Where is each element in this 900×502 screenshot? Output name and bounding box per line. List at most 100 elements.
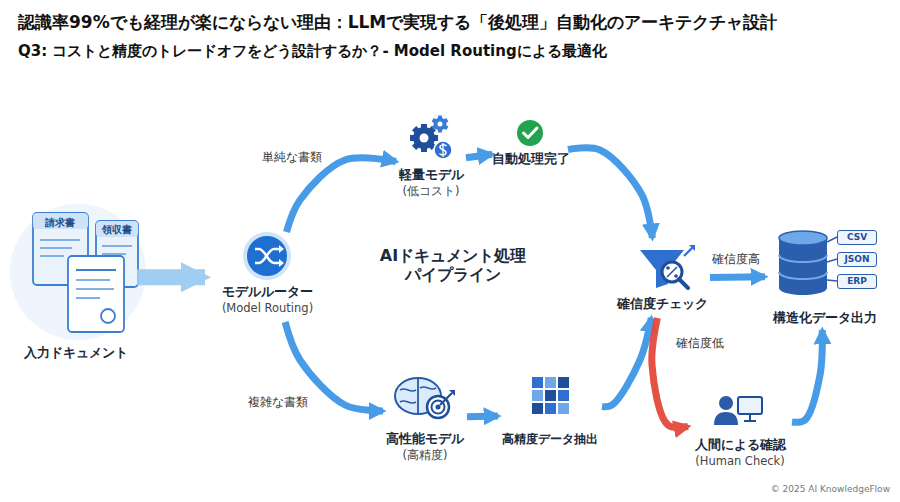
node-label: 高性能モデル <box>383 431 467 447</box>
grid-icon-part <box>545 377 556 388</box>
confidence-icon-part <box>674 274 678 278</box>
router-icon-part <box>255 249 279 263</box>
gear-icon-part <box>432 118 449 130</box>
auto-complete: 自動処理完了 <box>492 118 568 180</box>
gear-icon-part <box>420 134 429 143</box>
gear-icon-part <box>442 143 443 157</box>
database-icon <box>779 231 837 295</box>
database-icon-part <box>779 281 827 295</box>
database-icon-part <box>779 231 827 245</box>
brain-icon-part <box>420 387 436 389</box>
document-icon <box>33 213 138 332</box>
node-label: (Model Routing) <box>205 302 330 316</box>
document-icon-part <box>76 297 100 299</box>
gear-icon <box>410 116 452 160</box>
brain-icon-part <box>417 379 419 413</box>
confidence-icon-part <box>640 250 684 288</box>
flow-arrow <box>137 269 205 285</box>
grid-icon-part <box>558 390 569 401</box>
check-icon-part <box>517 120 543 146</box>
brain-icon <box>395 378 455 418</box>
router-icon-part <box>279 259 284 267</box>
database-icon-part <box>827 237 837 242</box>
person-icon-part <box>744 420 756 422</box>
flow-arrow <box>286 158 396 232</box>
model-router: モデルルーター (Model Routing) <box>205 232 330 322</box>
edge-label: 単純な書類 <box>262 150 322 164</box>
confidence-check: 確信度チェック <box>614 238 710 318</box>
node-label: モデルルーター <box>205 284 330 300</box>
grid-icon-part <box>532 377 543 388</box>
edge-group <box>137 148 822 428</box>
node-label: 自動処理完了 <box>492 151 568 166</box>
check-icon <box>517 120 543 146</box>
database-icon-part <box>779 255 827 262</box>
edge-label: 確信度低 <box>676 336 724 350</box>
gear-icon-part <box>434 118 447 131</box>
gear-icon-part <box>438 122 443 127</box>
flow-arrow <box>568 148 652 238</box>
structured-output: CSV JSON ERP 構造化データ出力 <box>765 222 885 330</box>
edge-label: 確信度高 <box>712 252 760 266</box>
gear-icon-part <box>412 126 436 150</box>
document-icon-part <box>76 269 116 271</box>
grid-icon-part <box>558 377 569 388</box>
grid-icon-part <box>532 403 543 414</box>
document-icon-part <box>68 256 124 332</box>
flow-arrow <box>710 273 765 281</box>
node-label: 領収書 <box>97 224 137 236</box>
document-icon-part <box>102 253 126 255</box>
confidence-icon-part <box>667 267 677 277</box>
document-glow <box>10 204 146 340</box>
check-icon-part <box>524 128 538 138</box>
flow-arrow <box>652 318 688 427</box>
database-icon-part <box>827 280 837 281</box>
grid-icon-part <box>532 390 543 401</box>
confidence-icon <box>640 245 695 288</box>
node-label: 人間による確認 <box>688 437 792 453</box>
document-icon-part <box>76 288 114 290</box>
flow-arrow <box>466 154 492 158</box>
data-extraction: 高精度データ抽出 <box>498 370 602 460</box>
human-check: 人間による確認(Human Check) <box>688 385 792 475</box>
database-icon-part <box>827 259 837 262</box>
document-icon-part <box>33 213 88 229</box>
gear-icon-part <box>412 126 436 150</box>
node-label: (高精度) <box>383 449 467 463</box>
person-icon-part <box>749 414 751 420</box>
confidence-icon-part <box>666 266 670 270</box>
document-icon-part <box>102 245 132 247</box>
brain-icon-part <box>436 405 441 410</box>
gear-icon-part <box>434 141 452 159</box>
gear-icon-part <box>432 118 449 130</box>
grid-icon-part <box>545 390 556 401</box>
router-icon-part <box>245 234 289 278</box>
node-label: (低コスト) <box>396 185 466 199</box>
document-icon-part <box>96 221 138 237</box>
document-glow-part <box>10 204 146 340</box>
router-icon-part <box>255 249 279 263</box>
format-tag: CSV <box>837 230 877 245</box>
flow-arrow <box>792 330 822 422</box>
node-label: 構造化データ出力 <box>765 310 885 325</box>
format-tag: JSON <box>837 252 877 267</box>
document-icon-part <box>40 255 64 257</box>
flow-arrow <box>467 413 498 421</box>
copyright-note: © 2025 AI KnowledgeFlow <box>771 484 890 495</box>
brain-icon-part <box>449 390 455 396</box>
router-icon-part <box>279 245 284 253</box>
router-icon <box>245 234 289 278</box>
brain-icon-part <box>400 401 416 403</box>
node-label: 入力ドキュメント <box>15 345 137 361</box>
pipeline-label: AIドキュメント処理 パイプライン <box>378 246 528 284</box>
confidence-icon-part <box>684 247 693 256</box>
format-tag: ERP <box>837 274 877 289</box>
light-model: 軽量モデル(低コスト) <box>396 115 466 210</box>
confidence-icon-part <box>679 279 688 288</box>
document-icon-part <box>101 309 115 323</box>
document-icon-part <box>76 279 110 281</box>
confidence-icon-part <box>689 245 695 251</box>
gear-icon-part <box>413 127 435 149</box>
brain-icon-part <box>440 393 452 405</box>
